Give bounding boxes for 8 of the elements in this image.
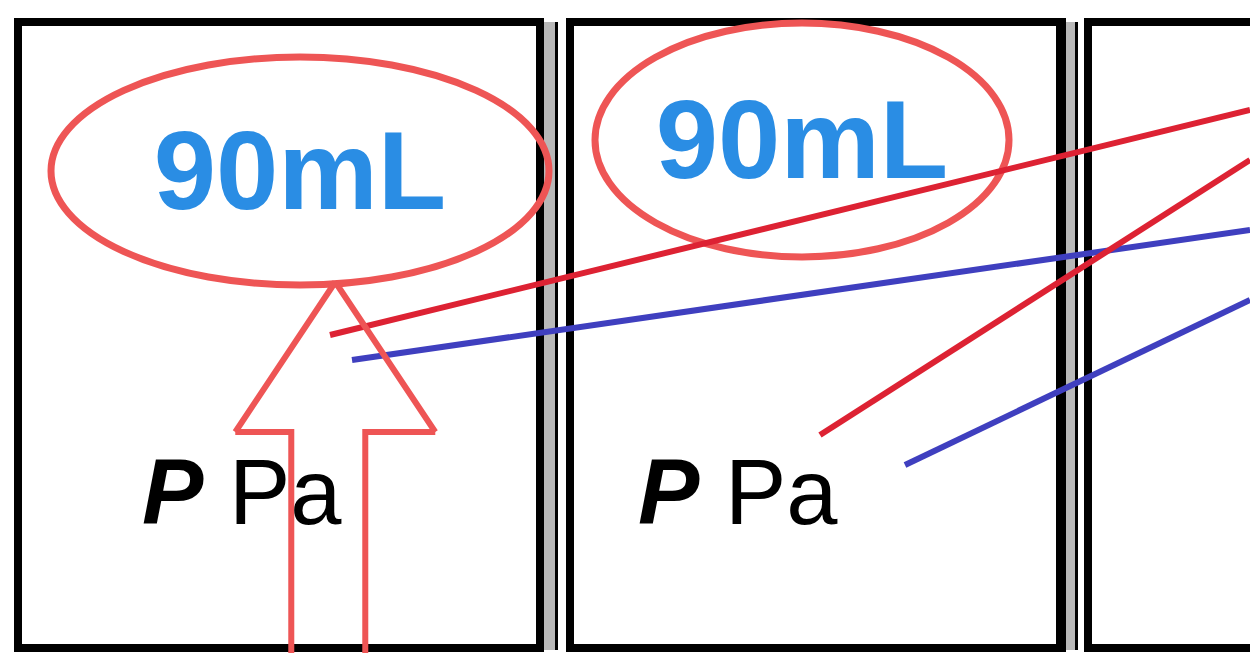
block-arrow xyxy=(232,279,439,653)
pressure-label: P Pa xyxy=(638,446,838,538)
highlight-ellipse xyxy=(592,20,1012,260)
volume-label: 90mL xyxy=(153,115,447,227)
compartment-box xyxy=(1084,18,1250,652)
highlight-ellipse xyxy=(48,54,552,288)
compartment-box xyxy=(566,18,1066,652)
volume-label: 90mL xyxy=(655,84,949,196)
